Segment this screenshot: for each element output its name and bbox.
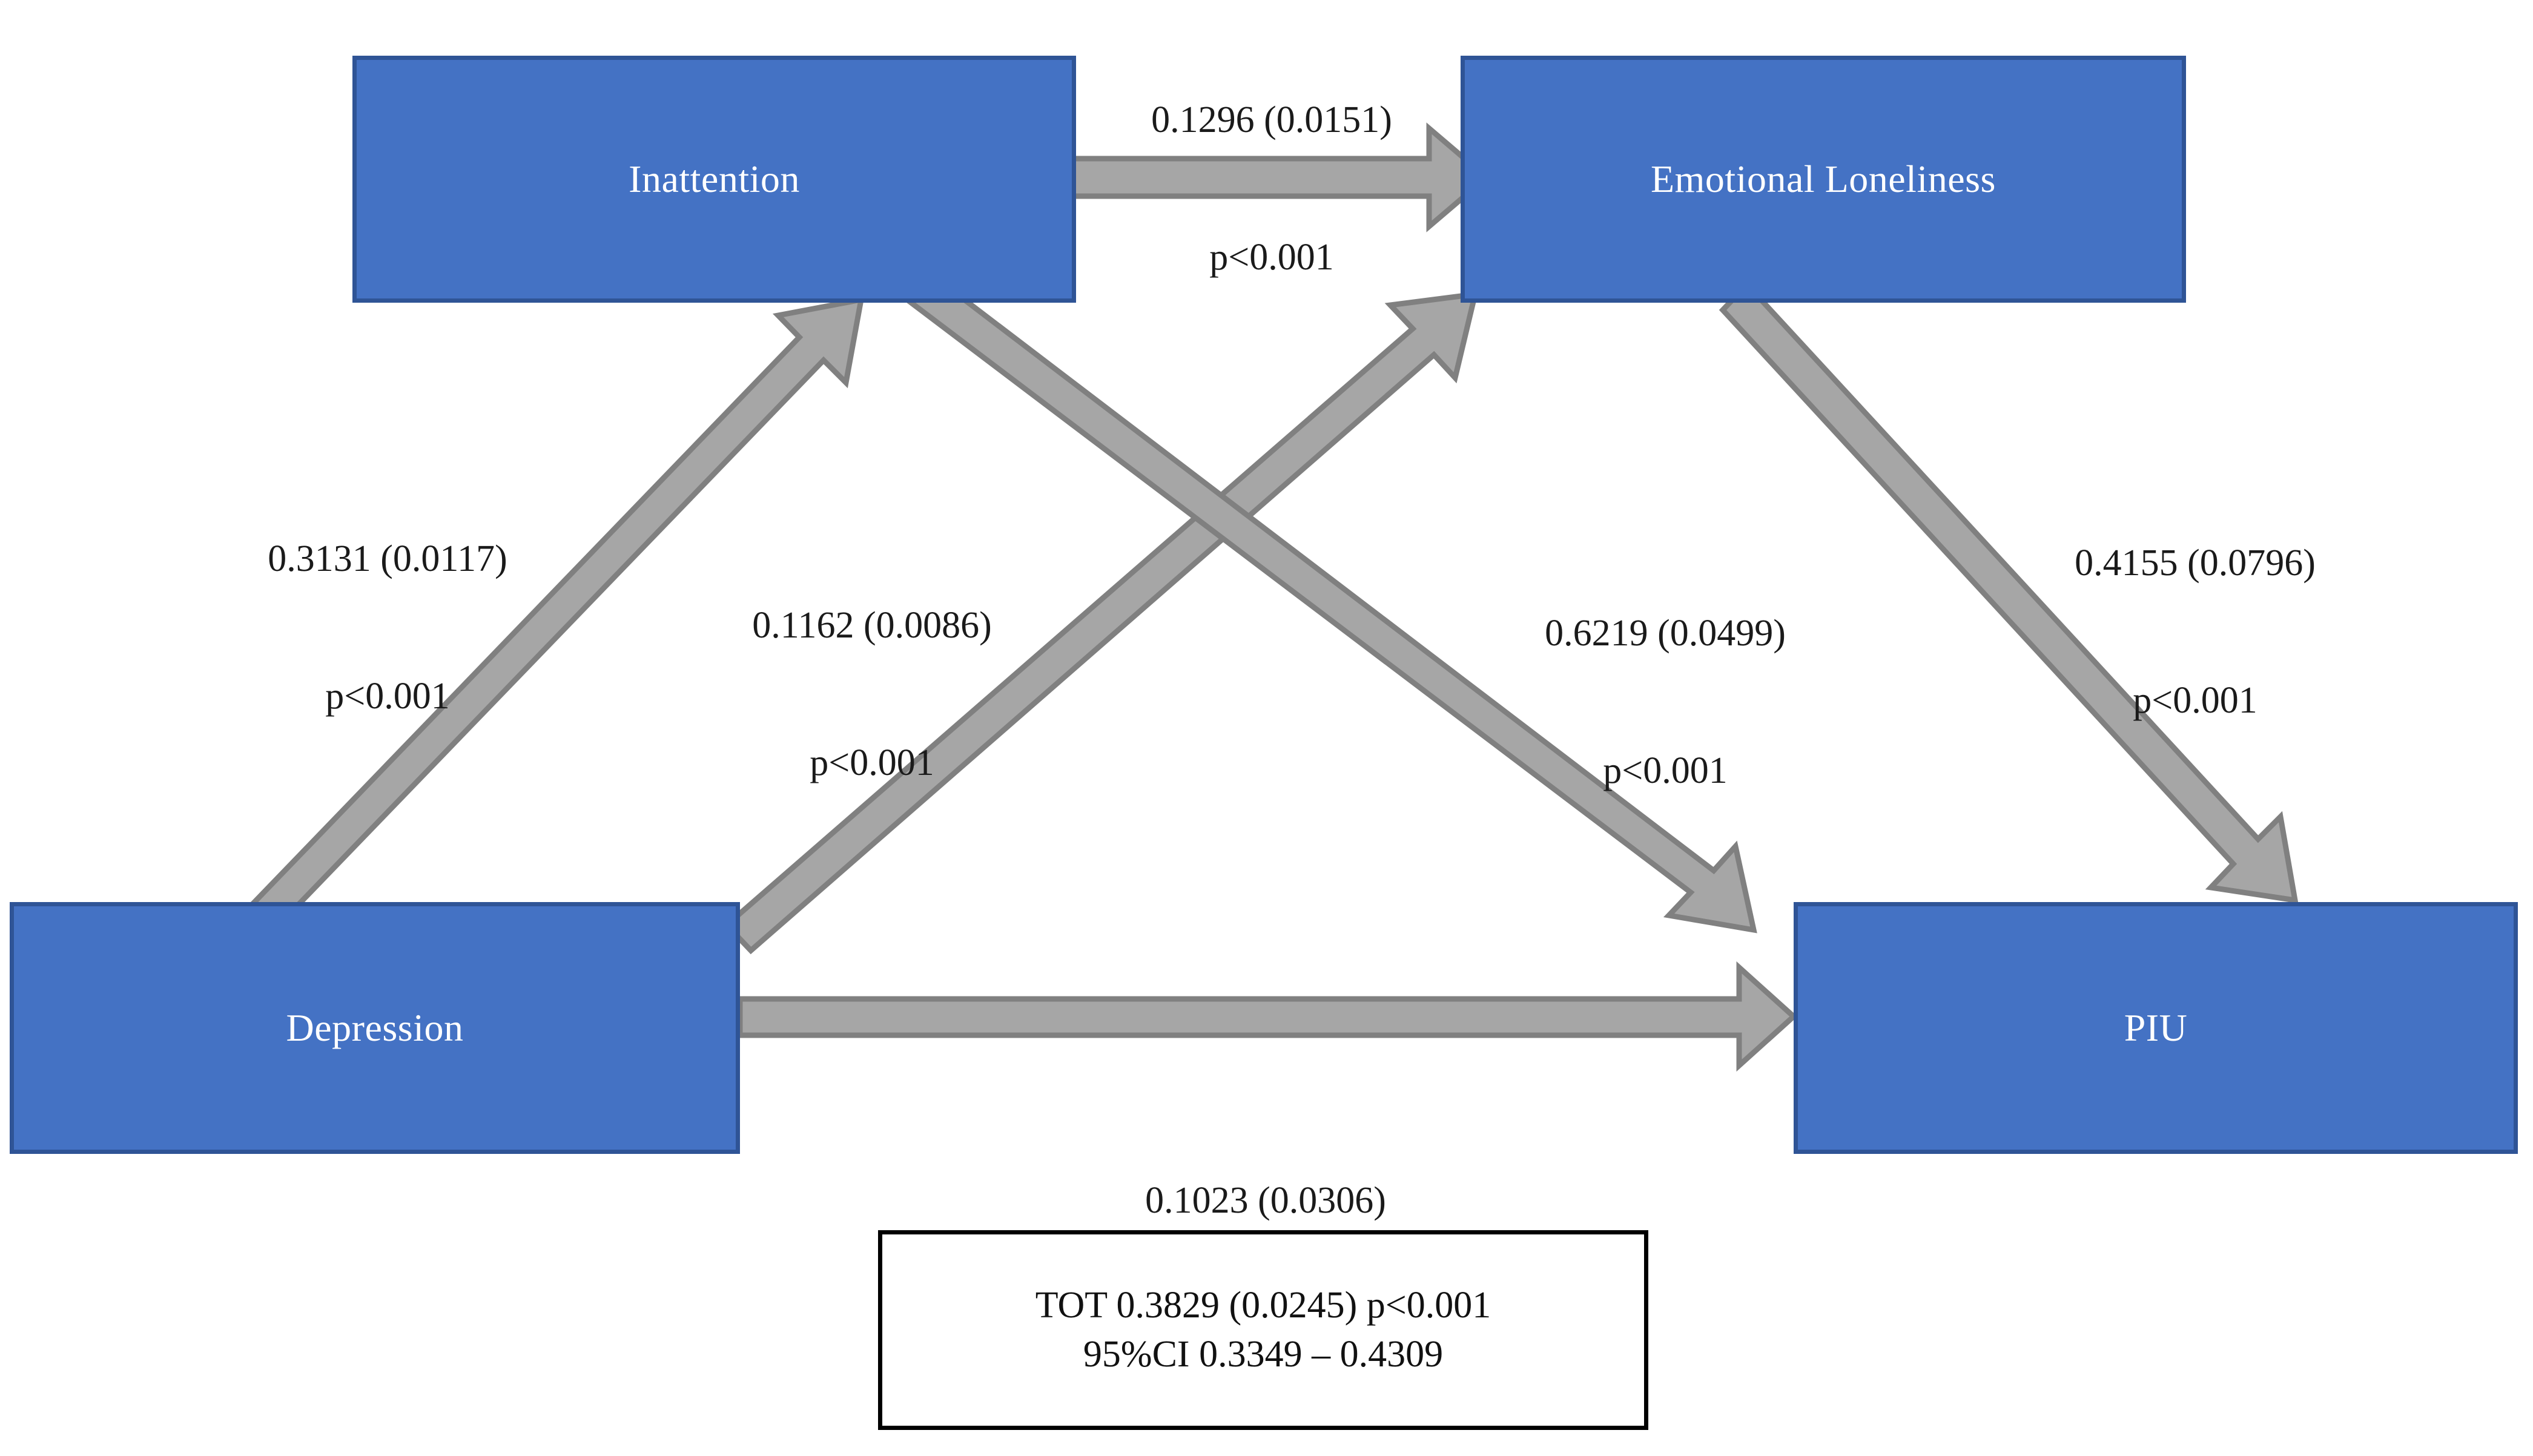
arrow-depression-to-emotional-loneliness: [722, 291, 1479, 955]
arrow-inattention-to-emotional-loneliness: [1063, 122, 1491, 232]
total-effect-box: TOT 0.3829 (0.0245) p<0.001 95%CI 0.3349…: [878, 1230, 1648, 1430]
arrow-emotional-loneliness-to-piu: [1719, 280, 2299, 904]
edge-coefficient: 0.1296 (0.0151): [1151, 99, 1392, 141]
edge-coefficient: 0.1023 (0.0306): [1145, 1180, 1386, 1222]
node-emotional-loneliness-label: Emotional Loneliness: [1651, 157, 1996, 200]
edge-pvalue: p<0.001: [1209, 237, 1334, 278]
edge-label-depression-to-emotional-loneliness: 0.1162 (0.0086) p<0.001: [660, 512, 1084, 878]
edge-label-emotional-loneliness-to-piu: 0.4155 (0.0796) p<0.001: [1980, 449, 2410, 815]
edge-coefficient: 0.4155 (0.0796): [2075, 542, 2316, 584]
node-inattention-label: Inattention: [629, 157, 800, 200]
edge-label-inattention-to-piu: 0.6219 (0.0499) p<0.001: [1450, 519, 1880, 886]
edge-pvalue: p<0.001: [2133, 680, 2257, 722]
edge-label-inattention-to-emotional-loneliness: 0.1296 (0.0151) p<0.001: [1029, 6, 1514, 372]
arrow-depression-to-inattention: [205, 296, 865, 977]
edge-coefficient: 0.1162 (0.0086): [752, 605, 992, 647]
node-piu[interactable]: PIU: [1794, 902, 2518, 1154]
node-emotional-loneliness[interactable]: Emotional Loneliness: [1461, 56, 2186, 303]
node-inattention[interactable]: Inattention: [352, 56, 1076, 303]
edge-label-depression-to-inattention: 0.3131 (0.0117) p<0.001: [176, 445, 599, 811]
node-piu-label: PIU: [2124, 1006, 2188, 1049]
node-depression[interactable]: Depression: [10, 902, 740, 1154]
arrow-depression-to-piu: [737, 961, 1798, 1072]
edge-pvalue: p<0.001: [325, 676, 450, 717]
edge-pvalue: p<0.001: [810, 742, 934, 784]
node-depression-label: Depression: [286, 1006, 464, 1049]
edge-pvalue: p<0.001: [1603, 750, 1728, 792]
edge-coefficient: 0.3131 (0.0117): [268, 538, 507, 580]
arrow-inattention-to-piu: [905, 271, 1757, 934]
edge-coefficient: 0.6219 (0.0499): [1545, 613, 1786, 654]
total-effect-line-1: TOT 0.3829 (0.0245) p<0.001: [1035, 1285, 1491, 1326]
total-effect-line-2: 95%CI 0.3349 – 0.4309: [1083, 1334, 1444, 1375]
